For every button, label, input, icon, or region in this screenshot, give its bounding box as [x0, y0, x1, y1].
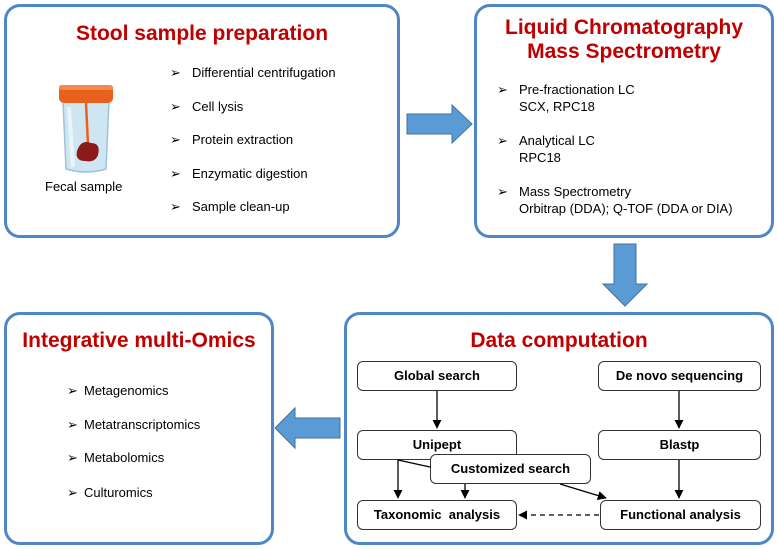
lcms-item-mass-spectrometry: ➢Mass Spectrometry — [497, 184, 631, 199]
bullet-arrow-icon: ➢ — [67, 485, 78, 500]
stool-preparation-title: Stool sample preparation — [75, 22, 329, 45]
lcms-detail-analytical-lc: RPC18 — [519, 150, 561, 165]
lcms-panel: Liquid Chromatography Mass Spectrometry … — [474, 4, 774, 238]
lcms-title-line1: Liquid Chromatography — [505, 16, 743, 39]
bullet-arrow-icon: ➢ — [67, 450, 78, 465]
lcms-detail-mass-spectrometry: Orbitrap (DDA); Q-TOF (DDA or DIA) — [519, 201, 733, 216]
lcms-item-prefractionation: ➢Pre-fractionation LC — [497, 82, 635, 97]
fecal-sample-label: Fecal sample — [45, 179, 123, 194]
step-sample-clean-up: ➢Sample clean-up — [170, 199, 290, 214]
block-arrow-down — [601, 243, 649, 307]
multi-omics-panel: Integrative multi-Omics ➢Metagenomics ➢M… — [4, 312, 274, 545]
lcms-item-analytical-lc: ➢Analytical LC — [497, 133, 595, 148]
omics-item-metagenomics: ➢Metagenomics — [67, 383, 169, 398]
omics-item-metabolomics: ➢Metabolomics — [67, 450, 165, 465]
step-cell-lysis: ➢Cell lysis — [170, 99, 244, 114]
data-computation-title: Data computation — [470, 329, 648, 352]
block-arrow-left — [274, 406, 341, 450]
block-arrow-right — [406, 103, 473, 145]
multi-omics-title: Integrative multi-Omics — [22, 329, 256, 352]
de-novo-sequencing-node: De novo sequencing — [598, 361, 761, 391]
omics-item-culturomics: ➢Culturomics — [67, 485, 153, 500]
bullet-arrow-icon: ➢ — [170, 166, 181, 181]
stool-preparation-panel: Stool sample preparation Fecal sample ➢D… — [4, 4, 400, 238]
bullet-arrow-icon: ➢ — [67, 383, 78, 398]
blastp-node: Blastp — [598, 430, 761, 460]
customized-search-node: Customized search — [430, 454, 591, 484]
omics-item-metatranscriptomics: ➢Metatranscriptomics — [67, 417, 201, 432]
step-differential-centrifugation: ➢Differential centrifugation — [170, 65, 336, 80]
bullet-arrow-icon: ➢ — [67, 417, 78, 432]
bullet-arrow-icon: ➢ — [170, 99, 181, 114]
step-protein-extraction: ➢Protein extraction — [170, 132, 294, 147]
bullet-arrow-icon: ➢ — [497, 184, 508, 199]
arrow-unipept-to-customized — [397, 459, 431, 468]
lcms-title-line2: Mass Spectrometry — [527, 40, 721, 63]
global-search-node: Global search — [357, 361, 517, 391]
step-enzymatic-digestion: ➢Enzymatic digestion — [170, 166, 308, 181]
functional-analysis-node: Functional analysis — [600, 500, 761, 530]
bullet-arrow-icon: ➢ — [497, 82, 508, 97]
bullet-arrow-icon: ➢ — [170, 132, 181, 147]
bullet-arrow-icon: ➢ — [497, 133, 508, 148]
lcms-detail-prefractionation: SCX, RPC18 — [519, 99, 595, 114]
bullet-arrow-icon: ➢ — [170, 199, 181, 214]
bullet-arrow-icon: ➢ — [170, 65, 181, 80]
specimen-jar-icon — [59, 85, 113, 173]
arrow-customized-to-functional — [559, 483, 607, 500]
taxonomic-analysis-node: Taxonomic analysis — [357, 500, 517, 530]
